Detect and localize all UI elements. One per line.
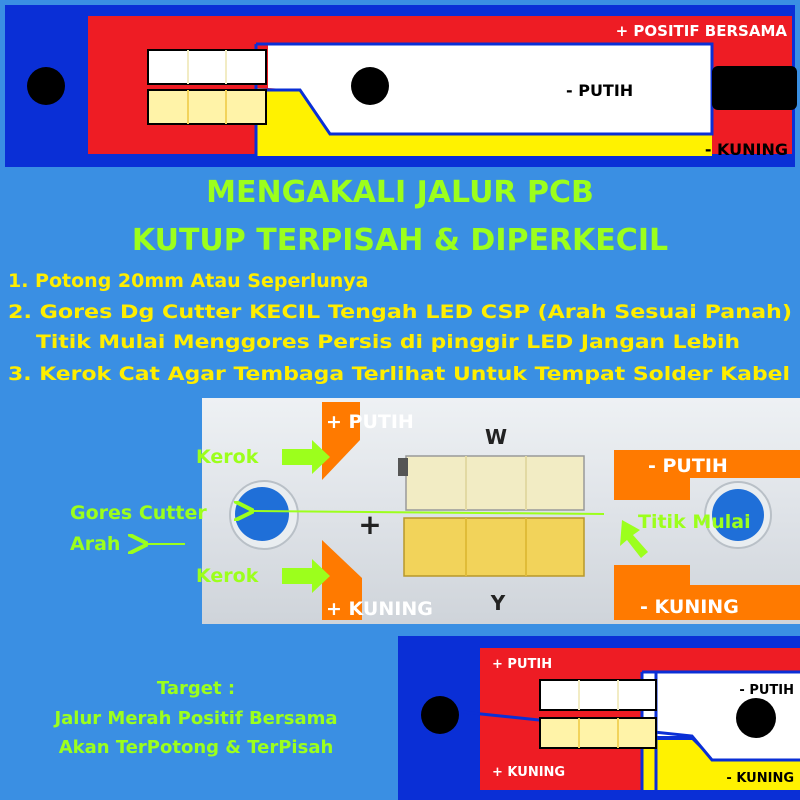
steps-list: 1. Potong 20mm Atau Seperlunya 2. Gores … — [8, 270, 792, 385]
gores-cutter-label: Gores Cutter — [70, 502, 207, 524]
bottom-pcb-right-hole — [736, 698, 776, 738]
bottom-pcb-yellow-track — [642, 740, 800, 790]
photo-label-plus-white: + PUTIH — [326, 411, 414, 433]
step-item: Titik Mulai Menggores Persis di pinggir … — [36, 331, 740, 353]
orange-pad-minus-yellow — [614, 565, 800, 620]
gores-arah-label: Arah — [70, 533, 120, 555]
step-item: 1. Potong 20mm Atau Seperlunya — [8, 270, 369, 292]
photo-led-white — [398, 455, 585, 511]
photo-left-hole — [235, 487, 289, 541]
orange-pad-plus-yellow — [322, 540, 362, 620]
step-item: 3. Kerok Cat Agar Tembaga Terlihat Untuk… — [8, 363, 790, 385]
bottom-led-yellow-row — [539, 717, 657, 749]
bottom-label-plus-yellow: + KUNING — [492, 765, 565, 780]
top-label-yellow: - KUNING — [705, 140, 788, 159]
step-item: 2. Gores Dg Cutter KECIL Tengah LED CSP … — [8, 301, 792, 323]
orange-pad-minus-white — [614, 450, 800, 500]
cut-direction-line — [250, 511, 605, 514]
photo-led-yellow — [403, 517, 585, 577]
top-pcb-yellow-track — [256, 88, 712, 156]
kerok-label-top: Kerok — [196, 446, 259, 468]
target-line-1: Jalur Merah Positif Bersama — [52, 708, 337, 729]
bottom-label-plus-white: + PUTIH — [492, 657, 552, 672]
top-label-white: - PUTIH — [566, 81, 633, 100]
title-line-2: KUTUP TERPISAH & DIPERKECIL — [132, 223, 668, 258]
photo-right-hole — [712, 489, 764, 541]
start-point-arrow-icon — [620, 520, 648, 558]
bottom-label-minus-white: - PUTIH — [739, 683, 794, 698]
bottom-pcb-diagram: + PUTIH + KUNING - PUTIH - KUNING — [398, 636, 800, 800]
target-line-2: Akan TerPotong & TerPisah — [59, 737, 334, 758]
photo-mark-w: W — [485, 425, 507, 449]
top-label-positive: + POSITIF BERSAMA — [616, 22, 788, 40]
kerok-arrow-top-icon — [282, 440, 330, 474]
target-heading: Target : — [157, 678, 235, 699]
top-pcb-white-outline — [256, 42, 714, 136]
bottom-label-minus-yellow: - KUNING — [726, 771, 794, 786]
top-led-yellow-row — [147, 89, 267, 125]
photo-label-minus-white: - PUTIH — [648, 455, 728, 477]
photo-label-minus-yellow: - KUNING — [640, 596, 739, 618]
top-led-white-row — [147, 49, 267, 85]
kerok-arrow-bottom-icon — [282, 559, 330, 593]
bottom-pcb-white-track — [642, 672, 800, 760]
top-pcb-left-hole — [27, 67, 65, 105]
pcb-photo: W Y + + PUTIH + KUNING - PUTIH - KUNING … — [196, 398, 800, 624]
top-pcb-center-hole — [351, 67, 389, 105]
kerok-label-bottom: Kerok — [196, 565, 259, 587]
target-text: Target : Jalur Merah Positif Bersama Aka… — [52, 678, 337, 758]
top-pcb-diagram: + POSITIF BERSAMA - PUTIH - KUNING — [5, 5, 797, 167]
title-line-1: MENGAKALI JALUR PCB — [206, 175, 594, 210]
photo-mark-y: Y — [490, 591, 506, 615]
photo-mark-plus: + — [358, 508, 381, 541]
orange-pad-plus-white — [322, 402, 360, 480]
top-pcb-white-track — [268, 44, 712, 134]
top-pcb-black-pad — [712, 66, 797, 110]
bottom-pcb-left-hole — [421, 696, 459, 734]
titik-mulai-label: Titik Mulai — [638, 511, 751, 533]
photo-label-plus-yellow: + KUNING — [326, 598, 433, 620]
bottom-led-white-row — [539, 679, 657, 711]
